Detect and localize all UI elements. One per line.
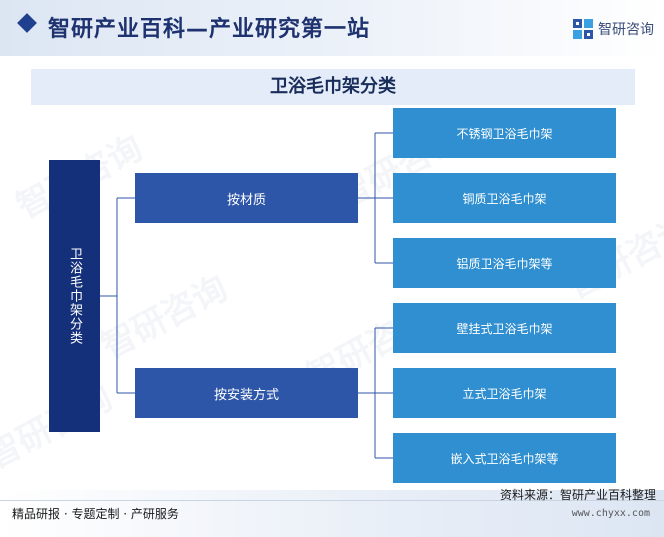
leaf-node: 壁挂式卫浴毛巾架	[393, 303, 616, 353]
zhiyan-logo-icon	[573, 19, 593, 39]
branch-node-material: 按材质	[135, 173, 358, 223]
root-node: 卫浴毛巾架分类	[49, 160, 100, 432]
footer-slogan: 精品研报 · 专题定制 · 产研服务	[12, 507, 179, 521]
leaf-node: 不锈钢卫浴毛巾架	[393, 108, 616, 158]
leaf-node: 铜质卫浴毛巾架	[393, 173, 616, 223]
leaf-node: 立式卫浴毛巾架	[393, 368, 616, 418]
branch-node-installation: 按安装方式	[135, 368, 358, 418]
leaf-node: 铝质卫浴毛巾架等	[393, 238, 616, 288]
page-footer: 资料来源：智研产业百科整理 精品研报 · 专题定制 · 产研服务 www.chy…	[0, 488, 664, 537]
footer-divider	[0, 500, 664, 501]
page-header: 智研产业百科—产业研究第一站 智研咨询	[0, 0, 664, 56]
footer-url: www.chyxx.com	[571, 508, 650, 519]
leaf-node: 嵌入式卫浴毛巾架等	[393, 433, 616, 483]
header-title: 智研产业百科—产业研究第一站	[48, 17, 371, 42]
logo-text: 智研咨询	[598, 22, 654, 38]
source-note: 资料来源：智研产业百科整理	[499, 488, 656, 502]
root-node-label: 卫浴毛巾架分类	[67, 247, 82, 345]
diagram-title: 卫浴毛巾架分类	[31, 69, 635, 105]
brand-logo: 智研咨询	[572, 18, 654, 40]
